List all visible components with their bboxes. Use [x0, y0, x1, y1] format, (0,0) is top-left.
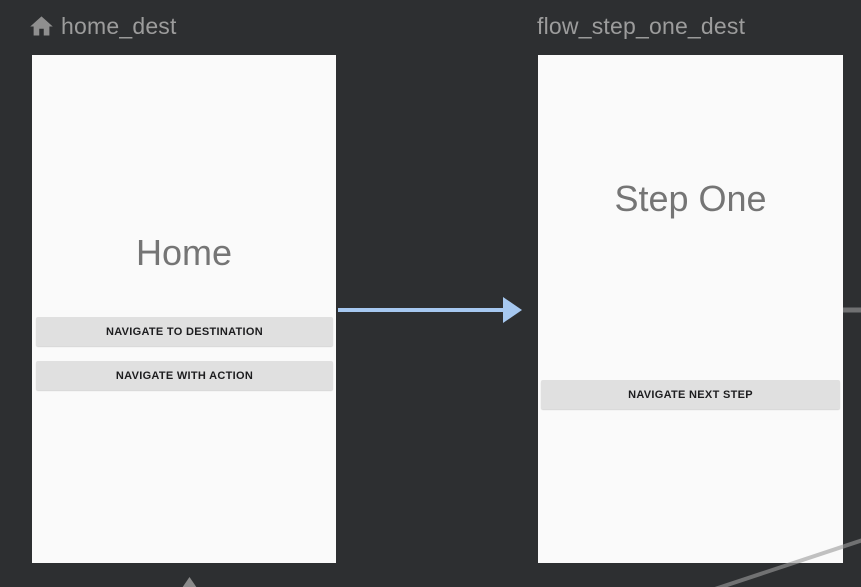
preview-screen-title: Home: [135, 232, 233, 273]
preview-button-navigate-next-step: NAVIGATE NEXT STEP: [541, 380, 840, 409]
destination-label: flow_step_one_dest: [537, 12, 746, 39]
action-arrow-home-to-step-one[interactable]: [338, 297, 522, 323]
destination-card-flow-step-one-dest[interactable]: Step One NAVIGATE NEXT STEP: [538, 55, 843, 563]
destination-card-home-dest[interactable]: Home NAVIGATE TO DESTINATION NAVIGATE WI…: [32, 55, 336, 563]
incoming-arrowhead-icon: [182, 577, 197, 587]
home-icon: [30, 15, 53, 35]
preview-button-navigate-to-destination: NAVIGATE TO DESTINATION: [36, 317, 333, 346]
destination-label: home_dest: [61, 12, 177, 39]
preview-button-navigate-with-action: NAVIGATE WITH ACTION: [36, 361, 333, 390]
destination-header-home-dest[interactable]: home_dest: [28, 10, 177, 42]
preview-screen-title: Step One: [614, 178, 767, 219]
destination-header-flow-step-one-dest[interactable]: flow_step_one_dest: [537, 10, 745, 42]
